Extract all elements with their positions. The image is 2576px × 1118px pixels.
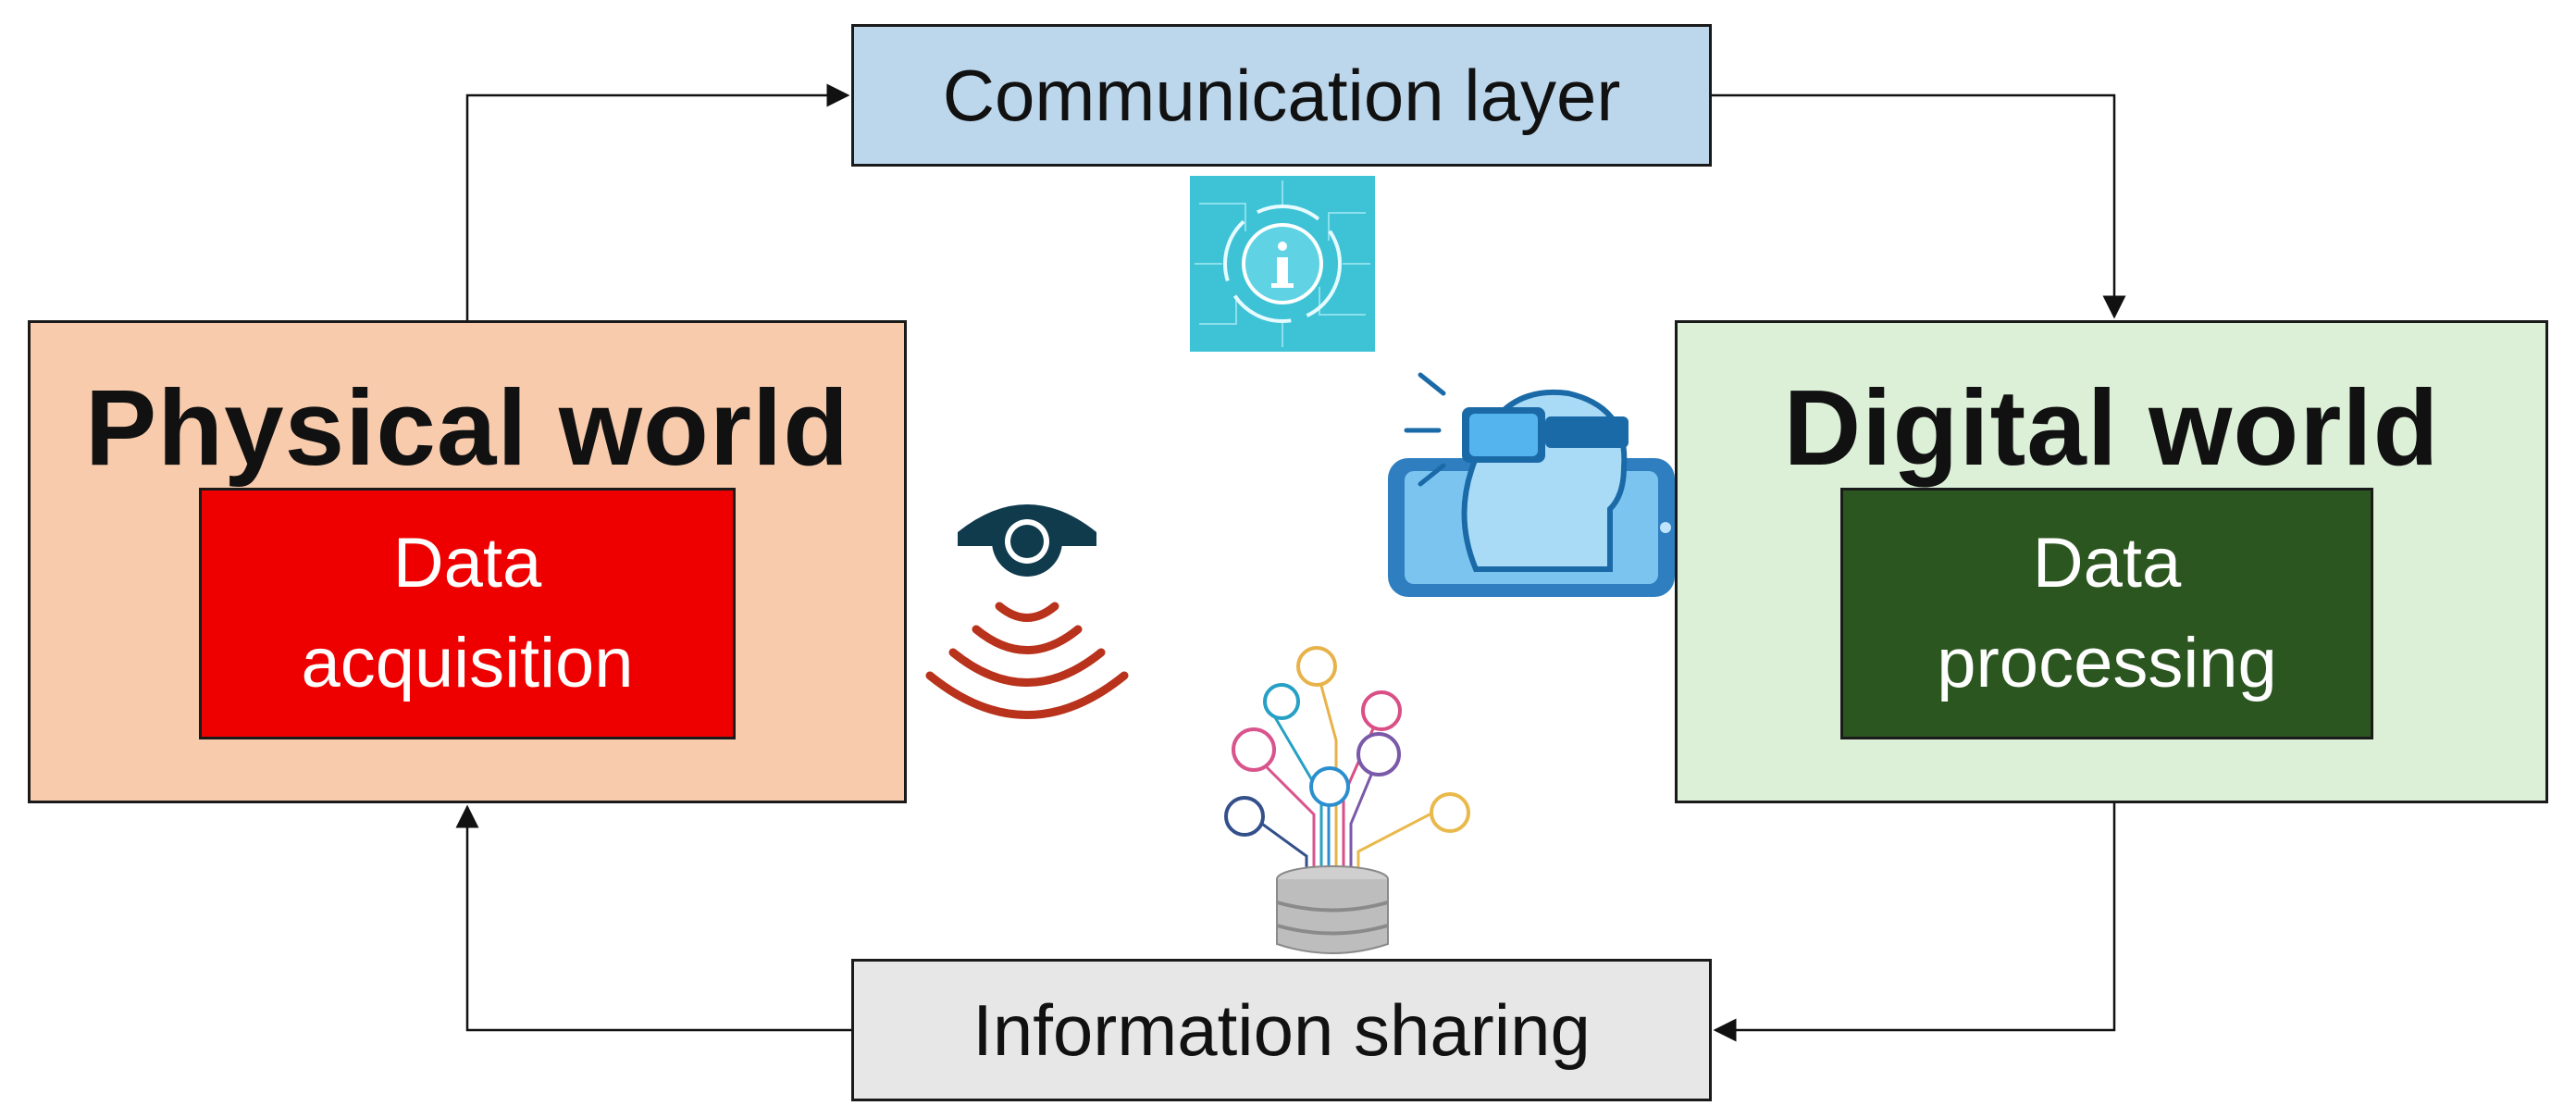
information-sharing-label: Information sharing <box>972 988 1591 1071</box>
data-acquisition-line1: Data <box>392 524 542 602</box>
data-processing-box: Data processing <box>1840 488 2373 739</box>
data-acquisition-line2: acquisition <box>301 624 634 702</box>
digital-world-box: Digital world Data processing <box>1675 320 2548 803</box>
database-network-icon <box>1224 646 1470 954</box>
vr-headset-phone-icon <box>1388 372 1675 597</box>
data-acquisition-box: Data acquisition <box>199 488 736 739</box>
data-processing-line1: Data <box>2032 524 2182 602</box>
physical-world-title: Physical world <box>84 367 850 488</box>
communication-layer-box: Communication layer <box>851 24 1712 167</box>
arrow-digital-to-information <box>1713 803 2116 1042</box>
wireless-sensor-icon <box>925 504 1129 719</box>
data-processing-line2: processing <box>1937 624 2277 702</box>
arrow-communication-to-digital <box>1712 93 2126 319</box>
arrow-information-to-physical <box>455 804 851 1032</box>
information-sharing-box: Information sharing <box>851 959 1712 1101</box>
physical-world-box: Physical world Data acquisition <box>28 320 907 803</box>
arrow-physical-to-communication <box>465 83 850 320</box>
info-chip-icon <box>1190 176 1375 352</box>
communication-layer-label: Communication layer <box>942 54 1621 136</box>
digital-world-title: Digital world <box>1783 367 2440 488</box>
